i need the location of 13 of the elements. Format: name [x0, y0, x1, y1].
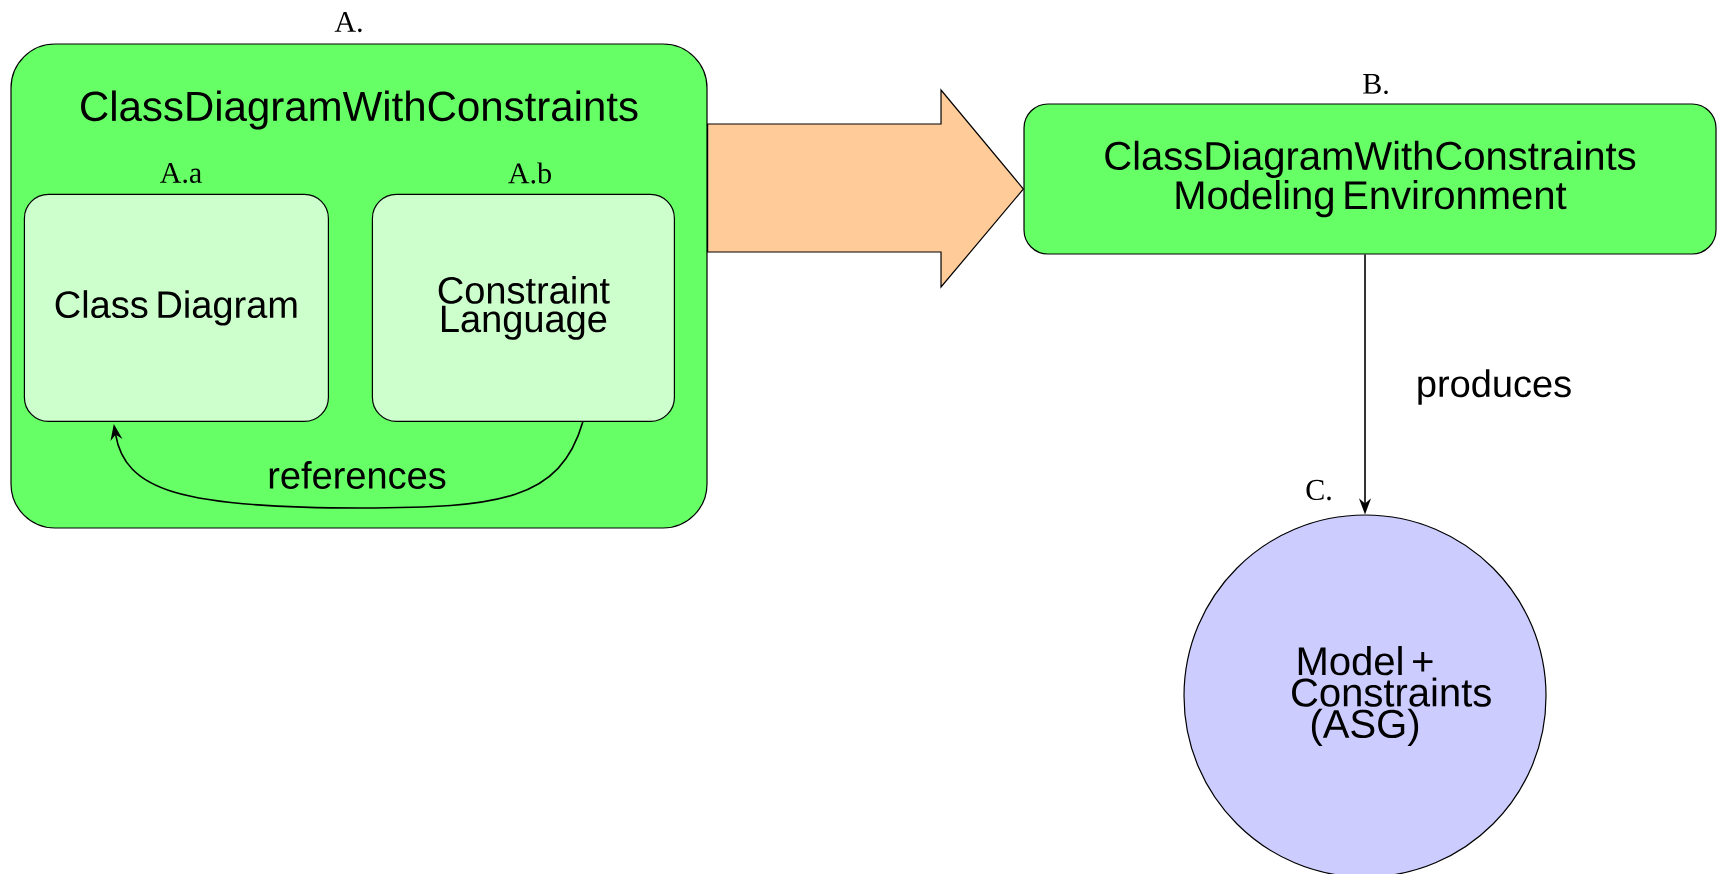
- tag-label: A.: [334, 11, 362, 33]
- process-box: ClassDiagramWithConstraints Modeling Environment: [1023, 103, 1717, 255]
- tag-label: A.a: [160, 162, 202, 184]
- block-arrow: [707, 88, 1025, 289]
- edge-label: produces: [1411, 365, 1577, 409]
- edge-label: references: [263, 457, 451, 493]
- tag-label: C.: [1306, 479, 1331, 501]
- circle-node: Model + Constraints (ASG): [1183, 514, 1547, 874]
- curved-arrow: [110, 421, 584, 509]
- process-box: Class Diagram: [23, 193, 329, 422]
- tag-label: A.b: [508, 162, 551, 184]
- process-box: Constraint Language: [371, 193, 675, 422]
- tag-label: B.: [1363, 74, 1388, 95]
